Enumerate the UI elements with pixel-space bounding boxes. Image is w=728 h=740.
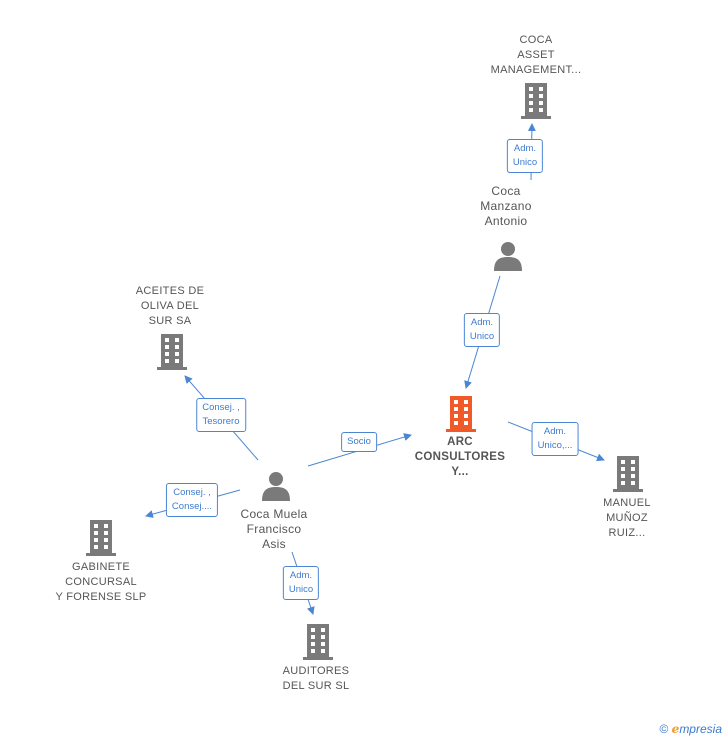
building-icon-gabinete[interactable] bbox=[86, 520, 116, 556]
edge-label-manzano-arc[interactable]: Adm. Unico bbox=[463, 313, 501, 347]
edge-label-muela-arc[interactable]: Socio bbox=[341, 432, 377, 452]
node-label-coca-muela[interactable]: Coca Muela Francisco Asis bbox=[240, 507, 308, 551]
edge-label-manzano-asset[interactable]: Adm. Unico bbox=[506, 139, 544, 173]
brand-logo-text: mpresia bbox=[679, 722, 722, 736]
node-label-manuel[interactable]: MANUEL MUÑOZ RUIZ... bbox=[603, 497, 651, 539]
copyright-icon: © bbox=[659, 722, 669, 736]
building-icon-coca-asset[interactable] bbox=[521, 83, 551, 119]
person-icon-coca-muela[interactable] bbox=[261, 471, 291, 501]
building-icon-aceites[interactable] bbox=[157, 334, 187, 370]
person-icon-coca-manzano[interactable] bbox=[493, 241, 523, 271]
brand-logo-initial: e bbox=[671, 722, 680, 736]
edge-label-arc-manuel[interactable]: Adm. Unico,... bbox=[531, 422, 579, 456]
building-icon-manuel[interactable] bbox=[613, 456, 643, 492]
node-label-auditores[interactable]: AUDITORES DEL SUR SL bbox=[282, 665, 350, 692]
node-label-coca-manzano[interactable]: Coca Manzano Antonio bbox=[480, 184, 532, 228]
building-icon-arc[interactable] bbox=[446, 396, 476, 432]
brand-footer[interactable]: © empresia bbox=[659, 722, 722, 736]
node-label-arc[interactable]: ARC CONSULTORES Y... bbox=[414, 436, 506, 478]
building-icon-auditores[interactable] bbox=[303, 624, 333, 660]
node-label-gabinete[interactable]: GABINETE CONCURSAL Y FORENSE SLP bbox=[55, 561, 147, 603]
node-label-aceites[interactable]: ACEITES DE OLIVA DEL SUR SA bbox=[135, 285, 205, 327]
edge-label-muela-aceites[interactable]: Consej. , Tesorero bbox=[196, 398, 246, 432]
edge-label-muela-gabinete[interactable]: Consej. , Consej.... bbox=[165, 483, 219, 517]
node-label-coca-asset[interactable]: COCA ASSET MANAGEMENT... bbox=[490, 34, 582, 76]
edge-label-muela-auditores[interactable]: Adm. Unico bbox=[282, 566, 320, 600]
